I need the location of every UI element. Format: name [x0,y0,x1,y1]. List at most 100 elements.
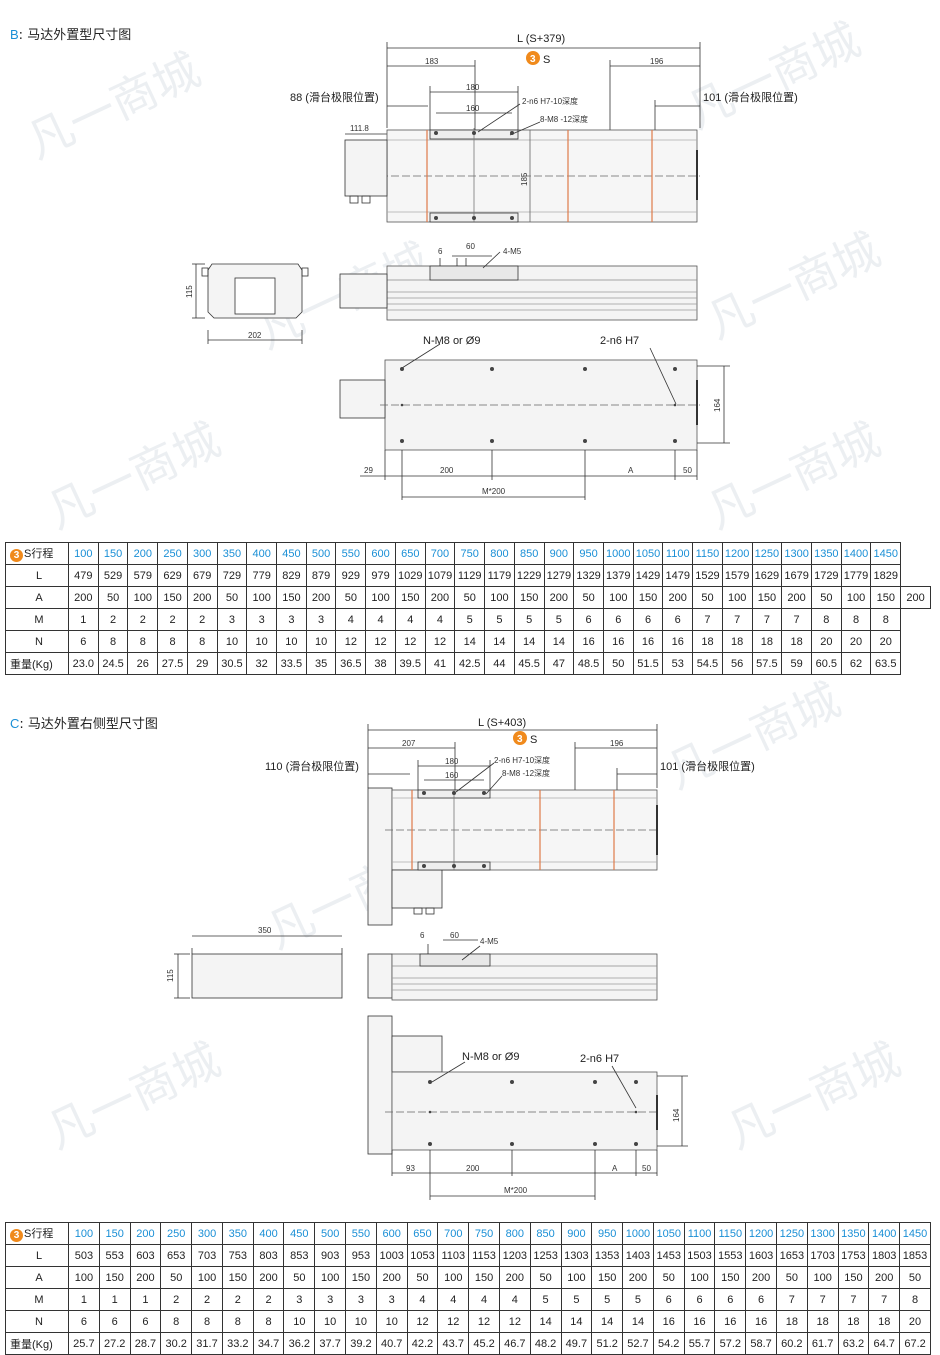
row-label-cell: N [5,630,69,653]
stroke-value-cell: 1450 [899,1222,931,1245]
table-cell: 953 [345,1244,377,1267]
table-cell: 12 [498,1310,531,1333]
table-cell: 42.2 [406,1332,439,1355]
table-cell: 45.2 [468,1332,500,1355]
table-cell: 1653 [775,1244,808,1267]
table-cell: 12 [394,630,426,653]
table-cell: 7 [837,1288,870,1311]
table-cell: 1329 [573,564,604,587]
table-cell: 10 [283,1310,316,1333]
table-cell: 10 [246,630,278,653]
table-cell: 14 [622,1310,654,1333]
table-cell: 50 [216,586,248,609]
table-cell: 5 [484,608,515,631]
table-cell: 8 [160,1310,193,1333]
table-cell: 4 [406,1288,439,1311]
table-cell: 200 [900,586,931,609]
table-cell: 12 [424,630,456,653]
table-cell: 150 [98,1266,131,1289]
table-cell: 14 [560,1310,593,1333]
section-c-title-text: 马达外置右侧型尺寸图 [27,717,158,732]
table-cell: 42.5 [454,652,486,675]
table-cell: 1053 [406,1244,439,1267]
section-c-title: C: 马达外置右侧型尺寸图 [10,716,158,732]
table-cell: 150 [632,586,664,609]
table-cell: 61.7 [806,1332,839,1355]
row-label-cell: A [5,586,69,609]
table-cell: 34.7 [252,1332,285,1355]
table-cell: 25.7 [68,1332,100,1355]
table-cell: 579 [127,564,159,587]
stroke-value-cell: 250 [160,1222,193,1245]
stroke-value-cell: 550 [335,542,367,565]
table-cell: 1629 [751,564,783,587]
table-cell: 16 [683,1310,716,1333]
stroke-value-cell: 350 [221,1222,254,1245]
dim-label: 160 [445,771,459,780]
table-cell: 150 [394,586,426,609]
table-cell: 16 [573,630,604,653]
table-cell: 6 [662,608,694,631]
table-cell: 100 [840,586,872,609]
stroke-value-cell: 350 [216,542,248,565]
table-cell: 36.5 [335,652,367,675]
stroke-value-cell: 1300 [806,1222,839,1245]
dim-label: 207 [402,739,416,748]
table-cell: 6 [129,1310,162,1333]
stroke-value-cell: 1400 [840,542,872,565]
table-cell: 4 [424,608,456,631]
stroke-value-cell: 950 [573,542,604,565]
table-cell: 6 [602,608,634,631]
table-cell: 1129 [454,564,486,587]
table-cell: 100 [560,1266,593,1289]
table-cell: 1153 [468,1244,500,1267]
table-cell: 7 [781,608,812,631]
stroke-value-cell: 1050 [632,542,664,565]
table-cell: 529 [97,564,129,587]
table-cell: 1803 [868,1244,901,1267]
table-cell: 8 [221,1310,254,1333]
table-cell: 5 [513,608,545,631]
stroke-value-cell: 100 [68,1222,100,1245]
dim-label: 6 [420,931,425,940]
table-cell: 50 [160,1266,193,1289]
table-cell: 10 [216,630,248,653]
table-cell: 100 [68,1266,100,1289]
table-cell: 6 [98,1310,131,1333]
table-cell: 3 [375,1288,408,1311]
table-cell: 20 [899,1310,931,1333]
table-cell: 1403 [622,1244,654,1267]
table-cell: 729 [216,564,248,587]
table-cell: 8 [191,1310,223,1333]
table-cell: 14 [454,630,486,653]
table-cell: 18 [806,1310,839,1333]
stroke-value-cell: 400 [252,1222,285,1245]
table-cell: 23.0 [68,652,99,675]
table-cell: 4 [498,1288,531,1311]
table-cell: 6 [632,608,664,631]
table-cell: 4 [335,608,367,631]
table-cell: 150 [591,1266,624,1289]
section-c-drawing: 3 S L (S+403) 207 196 180 160 110 (滑台极限位… [166,717,755,1200]
stroke-label: S [543,54,550,66]
table-cell: 150 [714,1266,747,1289]
stroke-value-cell: 1400 [868,1222,901,1245]
table-cell: 16 [714,1310,747,1333]
table-cell: 100 [484,586,515,609]
table-cell: 100 [437,1266,470,1289]
table-cell: 39.2 [345,1332,377,1355]
limit-right-label: 101 (滑台极限位置) [703,90,798,104]
table-cell: 18 [868,1310,901,1333]
section-b-letter: B [10,27,19,42]
stroke-value-cell: 150 [98,1222,131,1245]
table-cell: 5 [529,1288,562,1311]
m5-note: 4-M5 [480,937,499,946]
table-cell: 18 [837,1310,870,1333]
stroke-value-cell: 200 [129,1222,162,1245]
row-label-cell: L [5,564,69,587]
stroke-header-label: S行程 [24,548,54,560]
table-cell: 100 [721,586,753,609]
table-cell: 150 [870,586,902,609]
